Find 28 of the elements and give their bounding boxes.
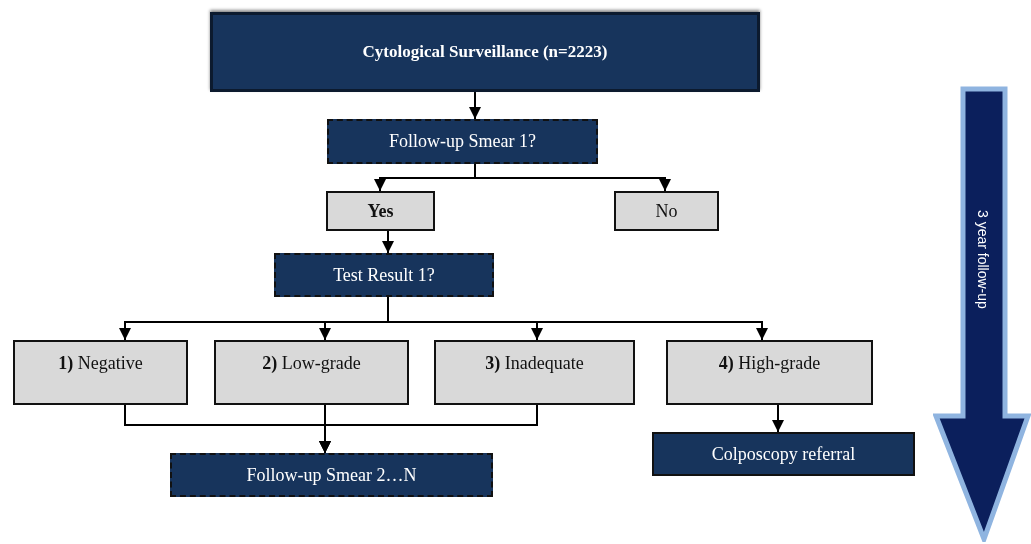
box-label: Follow-up Smear 2…N <box>245 463 418 487</box>
box-label: Test Result 1? <box>332 263 436 287</box>
box-label: 4) High-grade <box>717 352 822 375</box>
title-box <box>210 12 760 92</box>
arrow <box>319 404 538 454</box>
box-label: 3) Inadequate <box>484 352 585 375</box>
result-box <box>434 340 635 405</box>
arrow-label: 3 year follow-up <box>973 209 991 309</box>
result-box <box>666 340 873 405</box>
box-label: Colposcopy referral <box>710 442 857 466</box>
arrow <box>469 91 481 120</box>
option-box <box>326 191 435 231</box>
box-label: Cytological Surveillance (n=2223) <box>361 41 609 63</box>
outcome-box <box>652 432 915 476</box>
box-label: No <box>654 199 679 223</box>
box-label: Follow-up Smear 1? <box>388 130 537 153</box>
outcome-box <box>170 453 493 497</box>
arrow <box>382 230 394 254</box>
result-box <box>13 340 188 405</box>
box-label: Yes <box>366 199 395 223</box>
result-box <box>214 340 409 405</box>
box-label: 2) Low-grade <box>261 352 362 375</box>
timeline-arrow <box>933 86 1031 542</box>
box-label: 1) Negative <box>57 352 144 375</box>
question-box <box>274 253 494 297</box>
arrow <box>772 404 784 433</box>
option-box <box>614 191 719 231</box>
question-box <box>327 119 598 164</box>
